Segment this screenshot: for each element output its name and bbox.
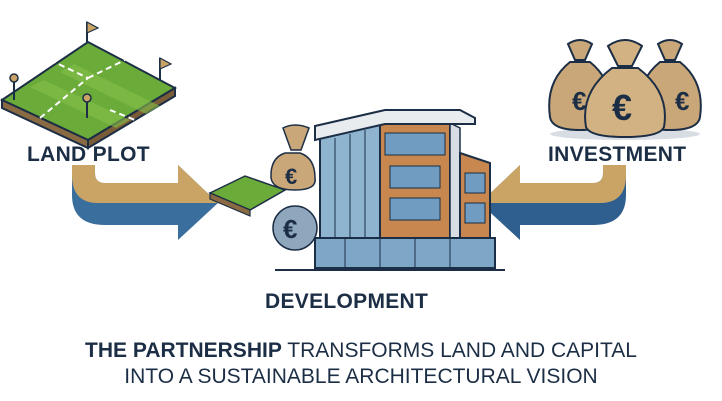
land-plot-icon xyxy=(0,20,178,150)
svg-text:€: € xyxy=(283,214,297,244)
caption-emphasis: THE PARTNERSHIP xyxy=(85,339,282,362)
money-bags-icon: € € € xyxy=(548,39,702,140)
svg-text:€: € xyxy=(612,87,632,128)
svg-text:€: € xyxy=(285,164,297,189)
caption-line-1: THE PARTNERSHIP TRANSFORMS LAND AND CAPI… xyxy=(0,338,722,364)
arrow-right-icon xyxy=(72,165,218,240)
development-label: DEVELOPMENT xyxy=(265,290,429,313)
svg-text:€: € xyxy=(675,86,689,116)
svg-text:€: € xyxy=(572,86,586,116)
caption-line-2: INTO A SUSTAINABLE ARCHITECTURAL VISION xyxy=(124,365,598,388)
land-plot-label: LAND PLOT xyxy=(27,143,150,166)
caption-line-1-rest: TRANSFORMS LAND AND CAPITAL xyxy=(281,339,637,362)
arrow-left-icon xyxy=(480,165,626,240)
building-icon: € € xyxy=(208,109,505,271)
investment-label: INVESTMENT xyxy=(548,143,687,166)
caption: THE PARTNERSHIP TRANSFORMS LAND AND CAPI… xyxy=(0,338,722,390)
